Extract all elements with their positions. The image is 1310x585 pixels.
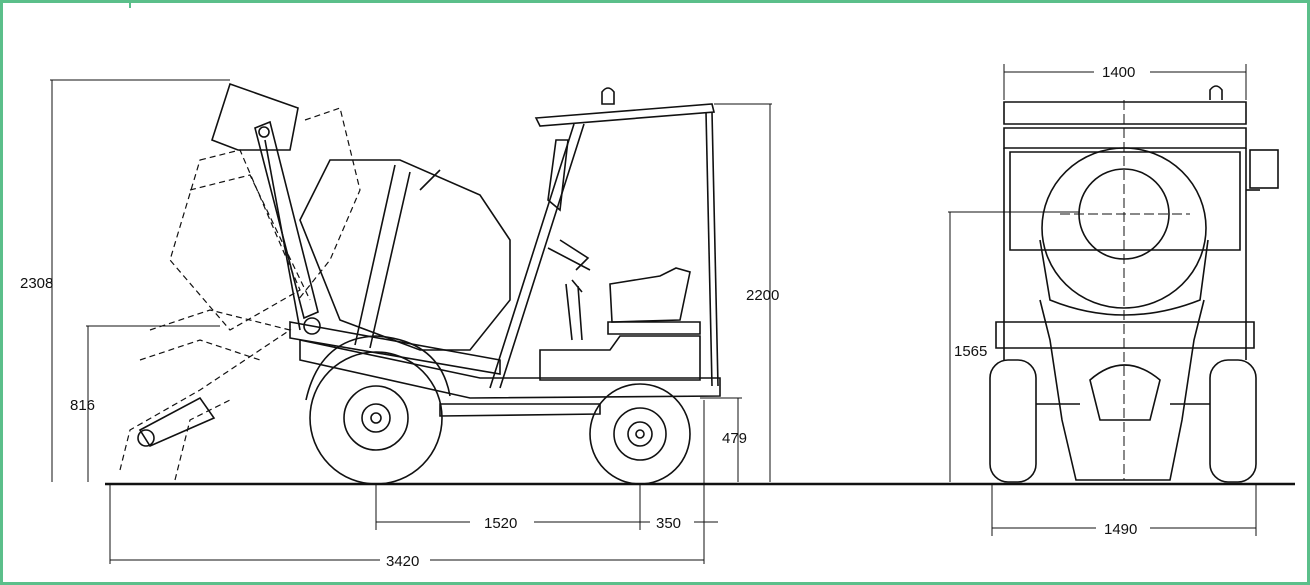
- dim-discharge-height: 816: [70, 397, 95, 414]
- side-view: [119, 82, 721, 485]
- dim-drum-center-height: 1565: [954, 343, 987, 360]
- front-view-dimension-lines: [948, 64, 1257, 536]
- dim-rear-overhang: 350: [656, 515, 681, 532]
- dim-overall-height-raised: 2308: [20, 275, 53, 292]
- dim-wheelbase: 1520: [484, 515, 517, 532]
- side-view-dimension-lines: [50, 79, 772, 564]
- dim-overall-length: 3420: [386, 553, 419, 570]
- dim-overall-width: 1490: [1104, 521, 1137, 538]
- dim-cab-height: 2200: [746, 287, 779, 304]
- front-view: [989, 85, 1279, 483]
- dim-ground-clearance: 479: [722, 430, 747, 447]
- dim-front-top-width: 1400: [1102, 64, 1135, 81]
